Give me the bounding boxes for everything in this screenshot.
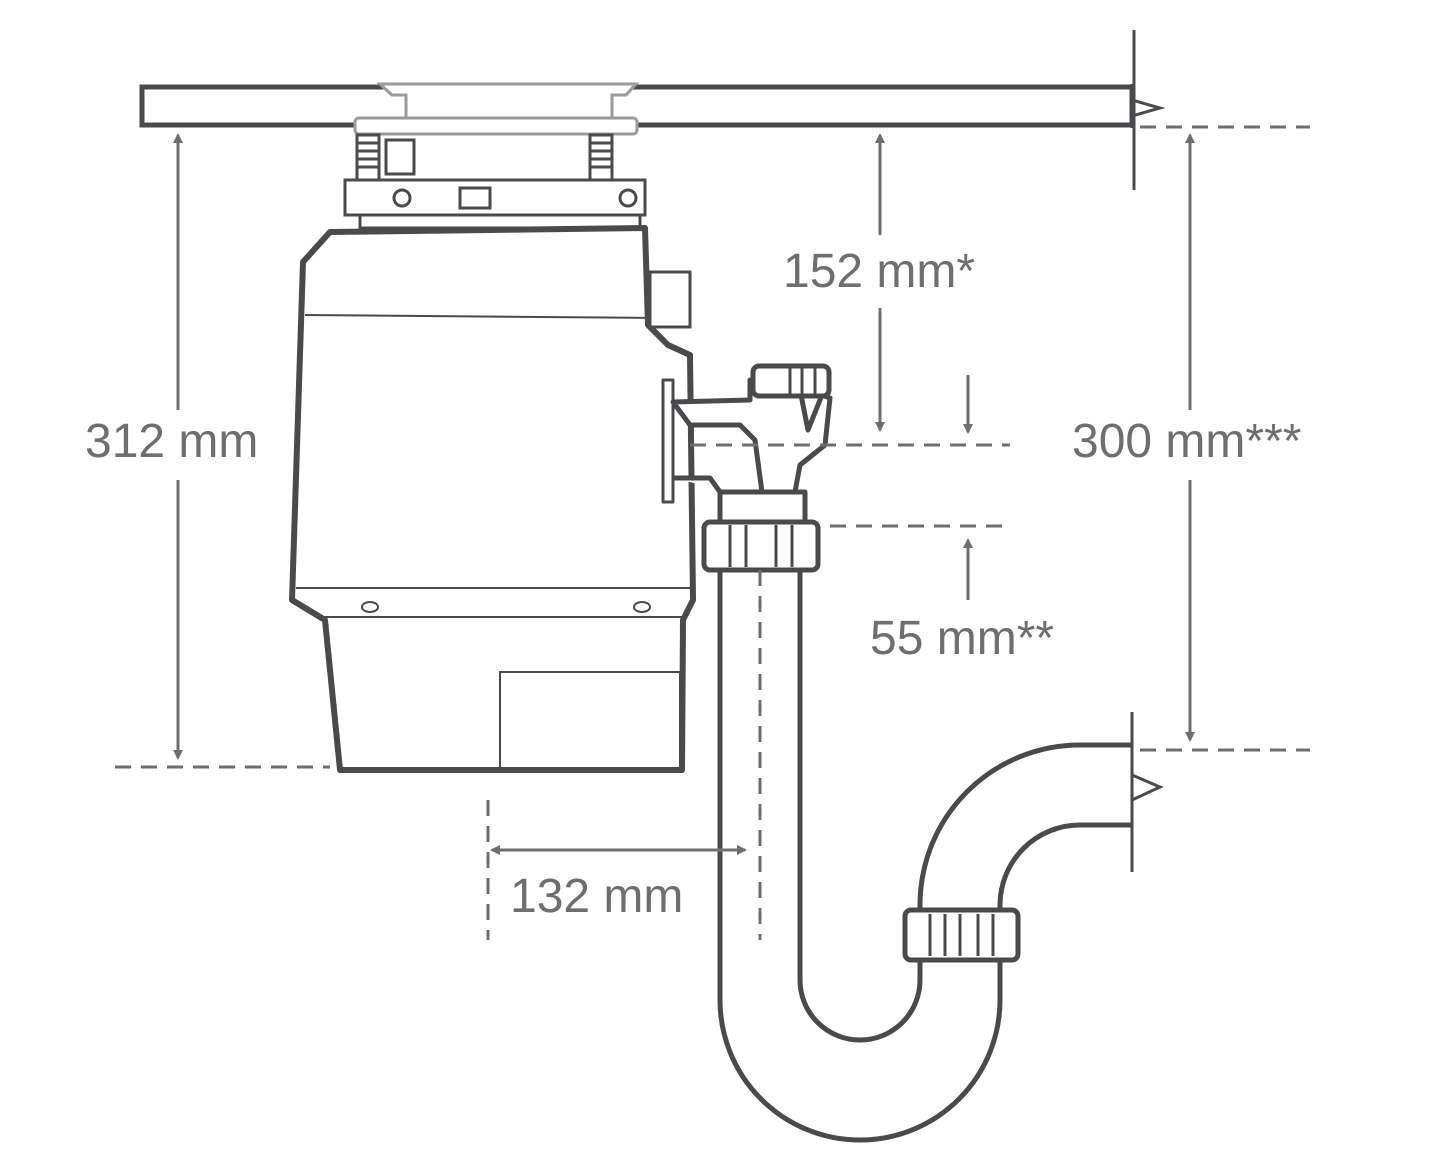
discharge-pipe bbox=[661, 363, 833, 573]
dimension-lines bbox=[115, 125, 1310, 940]
p-trap bbox=[717, 570, 1164, 1143]
mounting-assembly bbox=[343, 133, 647, 230]
inlet-outlet-dimension-label: 55 mm** bbox=[870, 612, 1055, 665]
outlet-offset-dimension-label: 132 mm bbox=[510, 870, 684, 923]
countertop bbox=[139, 30, 1166, 190]
height-dimension-label: 312 mm bbox=[85, 415, 259, 468]
disposer-body bbox=[289, 225, 696, 773]
inlet-depth-dimension-label: 152 mm* bbox=[783, 245, 976, 298]
sink-flange bbox=[353, 82, 640, 136]
trap-depth-dimension-label: 300 mm*** bbox=[1072, 415, 1302, 468]
